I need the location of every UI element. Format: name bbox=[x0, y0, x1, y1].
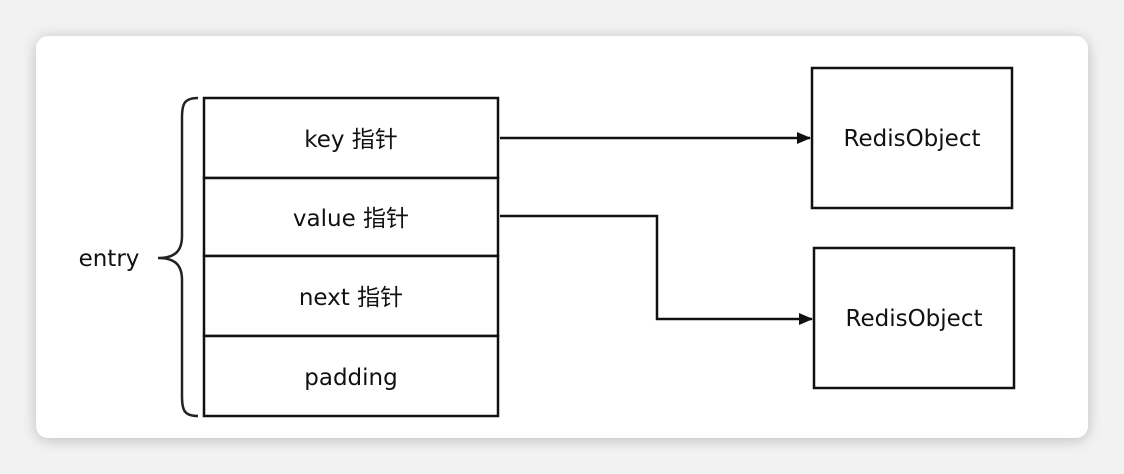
field-label-padding: padding bbox=[304, 365, 397, 391]
redis-object-box-2 bbox=[812, 246, 1016, 390]
redis-object-label-1: RedisObject bbox=[844, 126, 981, 152]
field-cell-padding bbox=[202, 334, 500, 418]
field-label-next: next 指针 bbox=[299, 285, 403, 311]
field-label-key: key 指针 bbox=[304, 127, 398, 153]
field-cell-key bbox=[202, 96, 500, 180]
redis-object-label-2: RedisObject bbox=[846, 306, 983, 332]
field-label-value: value 指针 bbox=[293, 206, 409, 232]
redis-object-box-1 bbox=[810, 66, 1014, 210]
field-cell-next bbox=[202, 254, 500, 338]
entry-label: entry bbox=[79, 246, 140, 272]
entry-brace bbox=[157, 96, 199, 418]
value-pointer-arrow bbox=[500, 214, 813, 325]
field-cell-value bbox=[202, 176, 500, 258]
